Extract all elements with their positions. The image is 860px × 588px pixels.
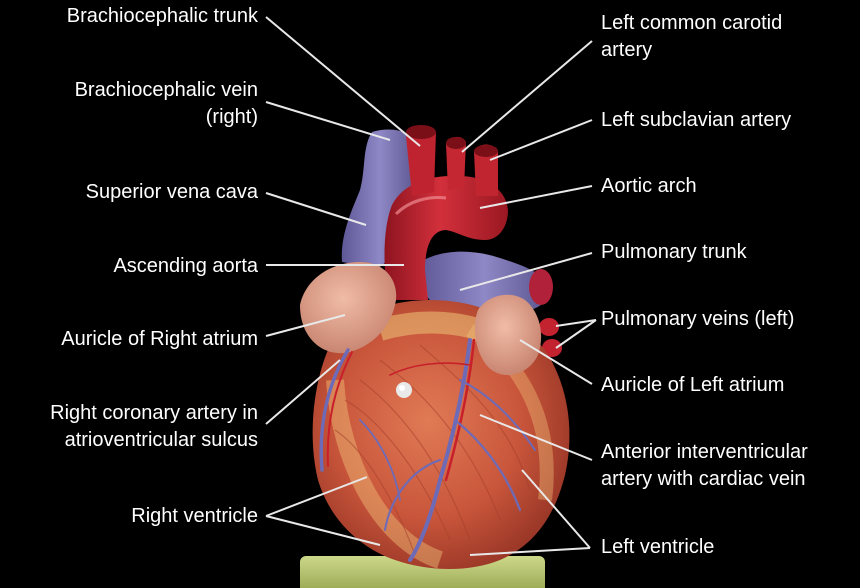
label-pulmonary-trunk: Pulmonary trunk [601,241,747,263]
label-anterior-interventricular: Anterior interventricular artery with ca… [601,441,808,490]
coronary-vessels [319,338,536,562]
leader-right-coronary-artery [265,359,341,425]
label-pulmonary-veins-left: Pulmonary veins (left) [601,308,795,330]
label-brachiocephalic-trunk: Brachiocephalic trunk [66,5,258,27]
leader-brachiocephalic-vein [265,101,391,141]
leader-auricle-right-atrium [265,314,346,337]
label-left-common-carotid: Left common carotid artery [601,12,783,61]
leader-pulmonary-veins-a [555,319,597,327]
label-superior-vena-cava: Superior vena cava [85,181,258,203]
leader-lines [265,16,597,556]
leader-auricle-left-atrium [519,339,593,385]
label-right-coronary-artery: Right coronary artery in atrioventricula… [50,402,258,451]
label-ascending-aorta: Ascending aorta [113,255,258,277]
leader-anterior-interventricular [479,414,593,461]
aorta-shape [384,125,508,300]
leader-left-ventricle-a [521,469,591,549]
label-auricle-left-atrium: Auricle of Left atrium [601,374,785,396]
leader-superior-vena-cava [265,192,367,226]
leader-left-common-carotid [461,40,593,153]
leader-pulmonary-trunk [459,252,593,291]
leader-pulmonary-veins-b [555,319,597,349]
label-left-subclavian: Left subclavian artery [601,109,792,131]
label-aortic-arch: Aortic arch [601,175,697,197]
label-left-ventricle: Left ventricle [601,536,715,558]
leader-brachiocephalic-trunk [265,16,421,147]
leader-left-ventricle-b [469,547,591,556]
pulmonary-veins-shape [539,318,562,357]
right-auricle-shape [300,262,397,354]
leader-aortic-arch [479,185,593,209]
leader-right-ventricle-b [265,515,381,546]
leader-left-subclavian [489,119,593,161]
model-pin [396,382,412,398]
left-auricle-shape [474,294,542,376]
label-brachiocephalic-vein: Brachiocephalic vein (right) [74,79,258,128]
label-auricle-right-atrium: Auricle of Right atrium [61,328,258,350]
label-right-ventricle: Right ventricle [131,505,258,527]
leader-right-ventricle-a [265,476,368,517]
